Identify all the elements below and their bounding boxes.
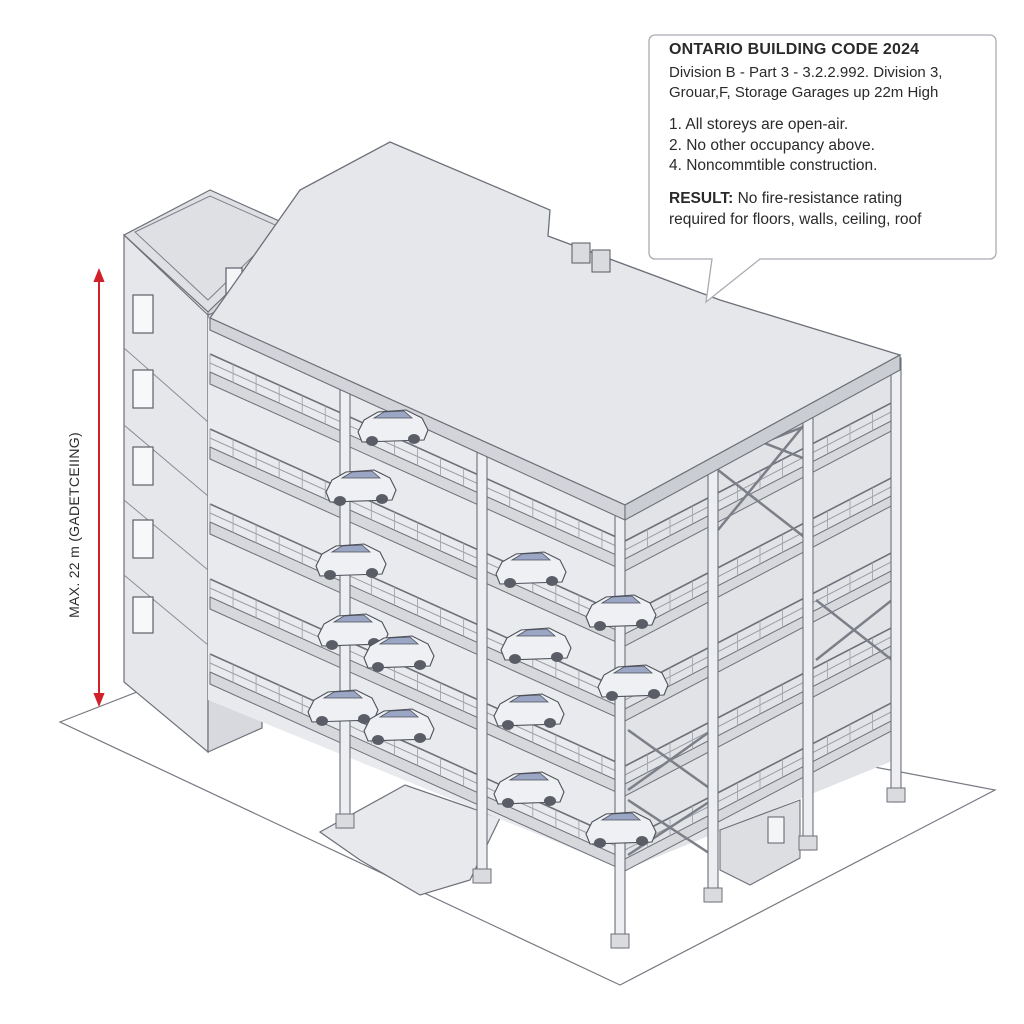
car-wheel — [414, 733, 426, 743]
car-wheel — [372, 662, 384, 672]
rooftop-hvac-units — [571, 242, 611, 273]
parked-car — [597, 664, 669, 701]
car-windshield — [372, 410, 414, 419]
parked-car — [315, 543, 387, 580]
parked-car — [495, 551, 567, 588]
car-wheel — [366, 568, 378, 578]
interior-wall-left — [208, 318, 625, 870]
code-callout: ONTARIO BUILDING CODE 2024 Division B - … — [649, 35, 996, 259]
car-windshield — [322, 690, 364, 699]
parked-car — [363, 708, 435, 745]
result-label: RESULT: — [669, 189, 734, 207]
car-windshield — [508, 772, 550, 781]
car-wheel — [502, 720, 514, 730]
car-wheel — [376, 494, 388, 504]
car-windshield — [515, 628, 557, 637]
car-wheel — [366, 436, 378, 446]
car-windshield — [332, 614, 374, 623]
parked-car — [500, 627, 572, 664]
car-wheel — [414, 660, 426, 670]
parked-car — [307, 689, 379, 726]
car-wheel — [648, 689, 660, 699]
car-wheel — [546, 576, 558, 586]
condition-list: 1. All storeys are open-air. 2. No other… — [669, 115, 996, 177]
parked-car — [493, 771, 565, 808]
callout-title: ONTARIO BUILDING CODE 2024 — [669, 41, 920, 58]
callout-bubble — [648, 34, 997, 304]
car-wheel — [504, 578, 516, 588]
car-wheel — [358, 714, 370, 724]
car-wheel — [636, 619, 648, 629]
parked-car — [325, 469, 397, 506]
car-wheel — [502, 798, 514, 808]
car-windshield — [508, 694, 550, 703]
parked-car — [493, 693, 565, 730]
column-footing — [472, 868, 492, 884]
car-wheel — [326, 640, 338, 650]
column-footing — [886, 787, 906, 803]
car-windshield — [510, 552, 552, 561]
cross-bracing — [627, 419, 893, 857]
callout-reference-line-1: Division B - Part 3 - 3.2.2.992. Divisio… — [669, 64, 943, 81]
car-windshield — [612, 665, 654, 674]
parked-cars — [307, 409, 669, 848]
utility-room — [719, 799, 801, 886]
car-wheel — [636, 836, 648, 846]
car-windshield — [378, 709, 420, 718]
result-statement: RESULT: No fire-resistance rating requir… — [669, 188, 959, 230]
parked-car — [317, 613, 389, 650]
car-wheel — [594, 621, 606, 631]
parked-car — [585, 811, 657, 848]
car-wheel — [334, 496, 346, 506]
car-wheel — [372, 735, 384, 745]
car-wheel — [316, 716, 328, 726]
column — [890, 357, 902, 803]
condition-item: 1. All storeys are open-air. — [669, 116, 849, 133]
callout-reference-line-2: Grouar,F, Storage Garages up 22m High — [669, 84, 939, 101]
columns — [335, 357, 906, 949]
car-wheel — [408, 434, 420, 444]
parked-car — [363, 635, 435, 672]
car-windshield — [340, 470, 382, 479]
tower-floor-lines — [123, 347, 209, 646]
column-footing — [335, 813, 355, 829]
column-footing — [610, 933, 630, 949]
column — [707, 459, 719, 903]
entry-ramp — [318, 784, 501, 896]
car-windshield — [378, 636, 420, 645]
column — [476, 439, 488, 884]
car-windshield — [330, 544, 372, 553]
car-wheel — [544, 718, 556, 728]
column-footing — [703, 887, 723, 903]
parked-car — [585, 594, 657, 631]
car-wheel — [324, 570, 336, 580]
result-text: No fire-resistance rating required for f… — [669, 189, 922, 228]
car-wheel — [509, 654, 521, 664]
height-dimension-label: MAX. 22 m (GADETCEIING) — [66, 432, 82, 618]
car-wheel — [551, 652, 563, 662]
condition-item: 4. Noncommtible construction. — [669, 157, 878, 174]
tower-windows — [132, 294, 154, 634]
car-windshield — [600, 812, 642, 821]
parked-car — [357, 409, 429, 446]
column — [802, 405, 814, 851]
condition-item: 2. No other occupancy above. — [669, 136, 875, 154]
column-footing — [798, 835, 818, 851]
car-wheel — [606, 691, 618, 701]
car-windshield — [600, 595, 642, 604]
car-wheel — [544, 796, 556, 806]
car-wheel — [594, 838, 606, 848]
column — [614, 507, 626, 949]
column — [339, 377, 351, 829]
